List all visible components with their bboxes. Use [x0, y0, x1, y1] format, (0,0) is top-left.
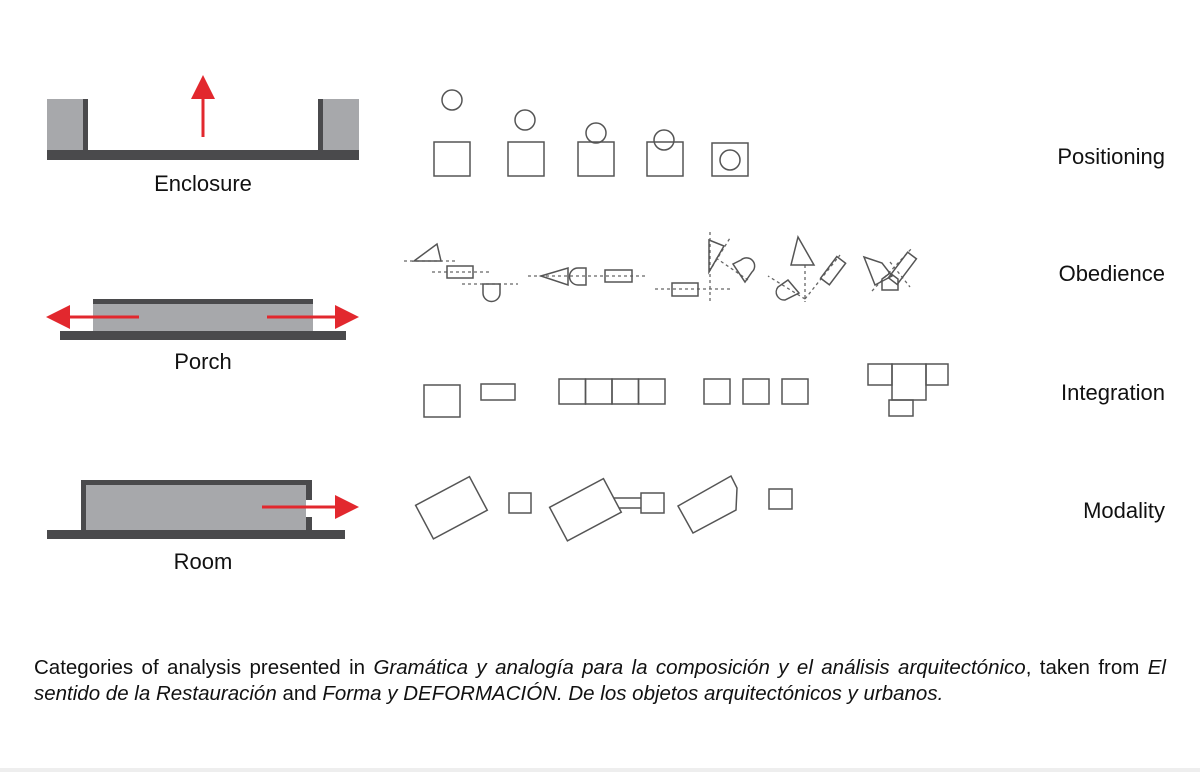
obedience-row: Obedience: [404, 232, 1165, 303]
bottom-divider: [0, 768, 1200, 772]
label-obedience: Obedience: [1059, 261, 1165, 286]
caption-title-3: Forma y DEFORMACIÓN. De los objetos arqu…: [322, 682, 944, 705]
label-positioning: Positioning: [1057, 144, 1165, 169]
label-integration: Integration: [1061, 380, 1165, 405]
positioning-row: Positioning: [433, 89, 1165, 177]
caption-text: , taken from: [1025, 656, 1148, 679]
room-diagram: Room: [47, 480, 359, 574]
label-room: Room: [174, 549, 233, 574]
caption-title-2: El sentido de la Restauración: [34, 656, 1166, 705]
caption-text: and: [276, 682, 323, 705]
figure-caption: Categories of analysis presented in Gram…: [34, 655, 1166, 707]
porch-diagram: Porch: [46, 299, 359, 374]
integration-row: Integration: [423, 363, 1165, 418]
label-enclosure: Enclosure: [154, 171, 252, 196]
label-porch: Porch: [174, 349, 231, 374]
modality-row: Modality: [414, 474, 1165, 542]
caption-title-1: Gramática y analogía para la composición…: [373, 656, 1026, 679]
caption-text: Categories of analysis presented in: [34, 656, 374, 679]
enclosure-diagram: Enclosure: [47, 75, 359, 196]
label-modality: Modality: [1083, 498, 1165, 523]
